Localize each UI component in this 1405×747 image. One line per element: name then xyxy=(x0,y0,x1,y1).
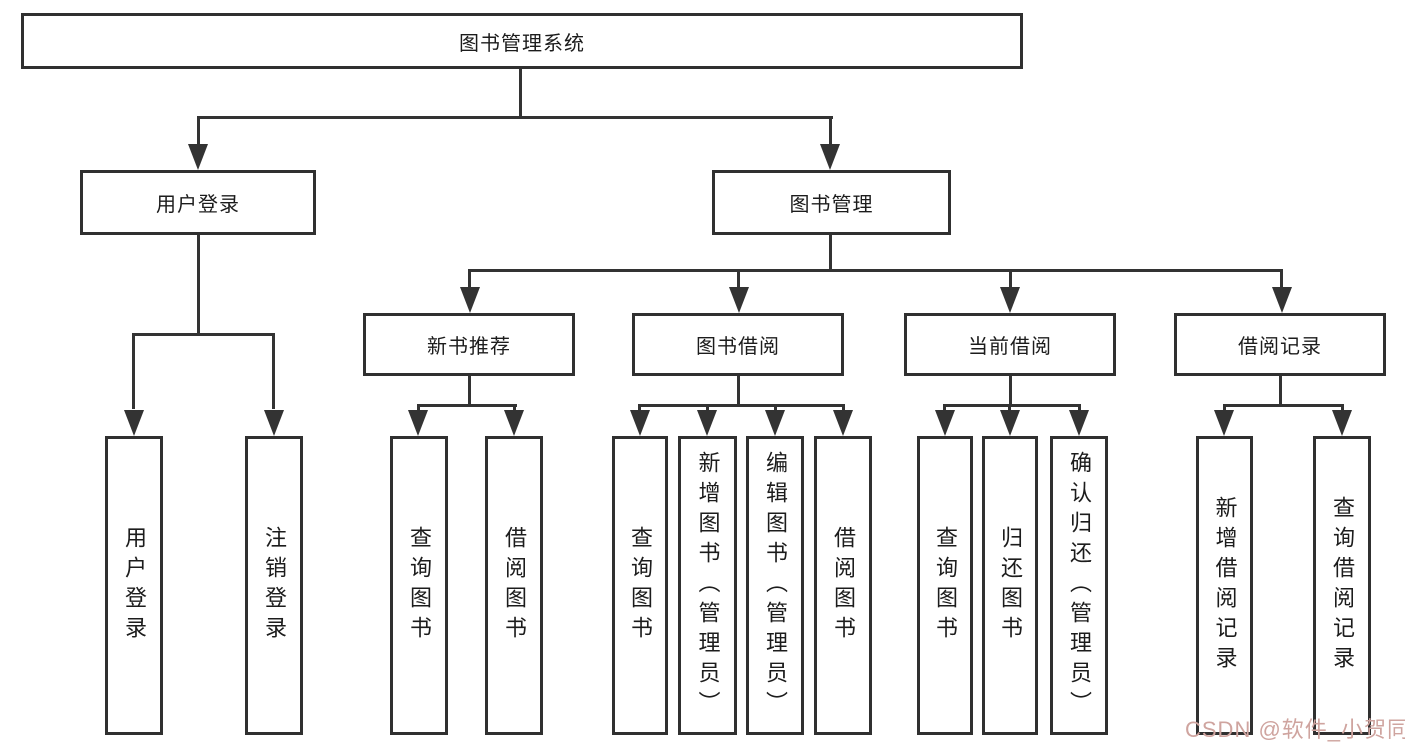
connector-level3-rail xyxy=(468,269,1283,272)
connector-stub xyxy=(638,404,641,412)
arrow-down-icon xyxy=(935,410,955,436)
arrow-down-icon xyxy=(765,410,785,436)
connector-stub xyxy=(842,404,845,412)
node-label: 借阅记录 xyxy=(1238,336,1322,358)
leaf-query-book: 查询图书 xyxy=(917,436,973,735)
connector-stub xyxy=(1223,404,1226,412)
arrow-down-icon xyxy=(124,410,144,436)
connector-stub xyxy=(829,116,832,146)
leaf-confirm-return-admin: 确认归还（管理员） xyxy=(1050,436,1108,735)
connector-drop xyxy=(1279,376,1282,407)
leaf-logout: 注销登录 xyxy=(245,436,303,735)
node-label: 图书借阅 xyxy=(696,336,780,358)
connector-stub xyxy=(132,333,135,409)
connector-rail xyxy=(417,404,517,407)
arrow-down-icon xyxy=(729,287,749,313)
connector-stub xyxy=(272,333,275,409)
node-label: 新书推荐 xyxy=(427,336,511,358)
leaf-user-login: 用户登录 xyxy=(105,436,163,735)
arrow-down-icon xyxy=(1069,410,1089,436)
connector-rail xyxy=(943,404,1081,407)
leaf-add-borrow-record: 新增借阅记录 xyxy=(1196,436,1253,735)
leaf-label: 确认归还（管理员） xyxy=(1067,450,1092,721)
leaf-label: 查询借阅记录 xyxy=(1330,495,1355,676)
leaf-label: 用户登录 xyxy=(122,525,147,646)
leaf-label: 归还图书 xyxy=(998,525,1023,646)
node-user-login: 用户登录 xyxy=(80,170,316,235)
leaf-label: 查询图书 xyxy=(933,525,958,646)
connector-stub xyxy=(1341,404,1344,412)
node-label: 图书管理 xyxy=(789,194,874,216)
node-current-borrow: 当前借阅 xyxy=(904,313,1116,376)
leaf-query-borrow-record: 查询借阅记录 xyxy=(1313,436,1371,735)
connector-stub xyxy=(706,404,709,412)
leaf-edit-book-admin: 编辑图书（管理员） xyxy=(746,436,804,735)
connector-bookmgmt-drop xyxy=(829,234,832,272)
leaf-label: 新增借阅记录 xyxy=(1212,495,1238,676)
connector-root-drop xyxy=(519,67,522,118)
node-label: 用户登录 xyxy=(156,194,240,216)
leaf-label: 借阅图书 xyxy=(502,525,527,646)
connector-userlogin-rail xyxy=(132,333,275,336)
node-new-book-recommend: 新书推荐 xyxy=(363,313,575,376)
connector-stub xyxy=(774,404,777,412)
arrow-down-icon xyxy=(1214,410,1234,436)
connector-stub xyxy=(1009,269,1012,289)
leaf-return-book: 归还图书 xyxy=(982,436,1038,735)
connector-stub xyxy=(417,404,420,412)
connector-rail xyxy=(1223,404,1344,407)
arrow-down-icon xyxy=(1000,287,1020,313)
arrow-down-icon xyxy=(630,410,650,436)
leaf-borrow-book: 借阅图书 xyxy=(485,436,543,735)
arrow-down-icon xyxy=(1000,410,1020,436)
connector-stub xyxy=(1280,269,1283,289)
arrow-down-icon xyxy=(504,410,524,436)
connector-userlogin-drop xyxy=(197,234,200,335)
leaf-label: 查询图书 xyxy=(407,525,432,646)
arrow-down-icon xyxy=(264,410,284,436)
connector-stub xyxy=(468,269,471,289)
arrow-down-icon xyxy=(408,410,428,436)
connector-stub xyxy=(943,404,946,412)
node-root-label: 图书管理系统 xyxy=(459,32,585,55)
csdn-watermark: CSDN @软件_小贺同学 xyxy=(1185,717,1405,742)
connector-rail xyxy=(638,404,845,407)
leaf-label: 借阅图书 xyxy=(831,525,856,646)
arrow-down-icon xyxy=(188,144,208,170)
arrow-down-icon xyxy=(1332,410,1352,436)
connector-drop xyxy=(1009,376,1012,407)
node-label: 当前借阅 xyxy=(968,336,1052,358)
connector-drop xyxy=(737,376,740,407)
leaf-query-book: 查询图书 xyxy=(390,436,448,735)
leaf-query-book: 查询图书 xyxy=(612,436,668,735)
node-root: 图书管理系统 xyxy=(21,13,1023,69)
leaf-label: 新增图书（管理员） xyxy=(695,450,721,721)
connector-stub xyxy=(1078,404,1081,412)
connector-stub xyxy=(513,404,516,412)
leaf-add-book-admin: 新增图书（管理员） xyxy=(678,436,737,735)
leaf-label: 查询图书 xyxy=(628,525,653,646)
leaf-label: 注销登录 xyxy=(262,525,287,646)
arrow-down-icon xyxy=(833,410,853,436)
node-book-management: 图书管理 xyxy=(712,170,951,235)
arrow-down-icon xyxy=(1272,287,1292,313)
leaf-label: 编辑图书（管理员） xyxy=(763,450,788,721)
connector-drop xyxy=(468,376,471,407)
node-book-borrow: 图书借阅 xyxy=(632,313,844,376)
connector-stub xyxy=(737,269,740,289)
connector-stub xyxy=(197,116,200,146)
arrow-down-icon xyxy=(697,410,717,436)
leaf-borrow-book: 借阅图书 xyxy=(814,436,872,735)
connector-stub xyxy=(1008,404,1011,412)
node-borrow-records: 借阅记录 xyxy=(1174,313,1386,376)
arrow-down-icon xyxy=(820,144,840,170)
arrow-down-icon xyxy=(460,287,480,313)
connector-level2-rail xyxy=(197,116,833,119)
